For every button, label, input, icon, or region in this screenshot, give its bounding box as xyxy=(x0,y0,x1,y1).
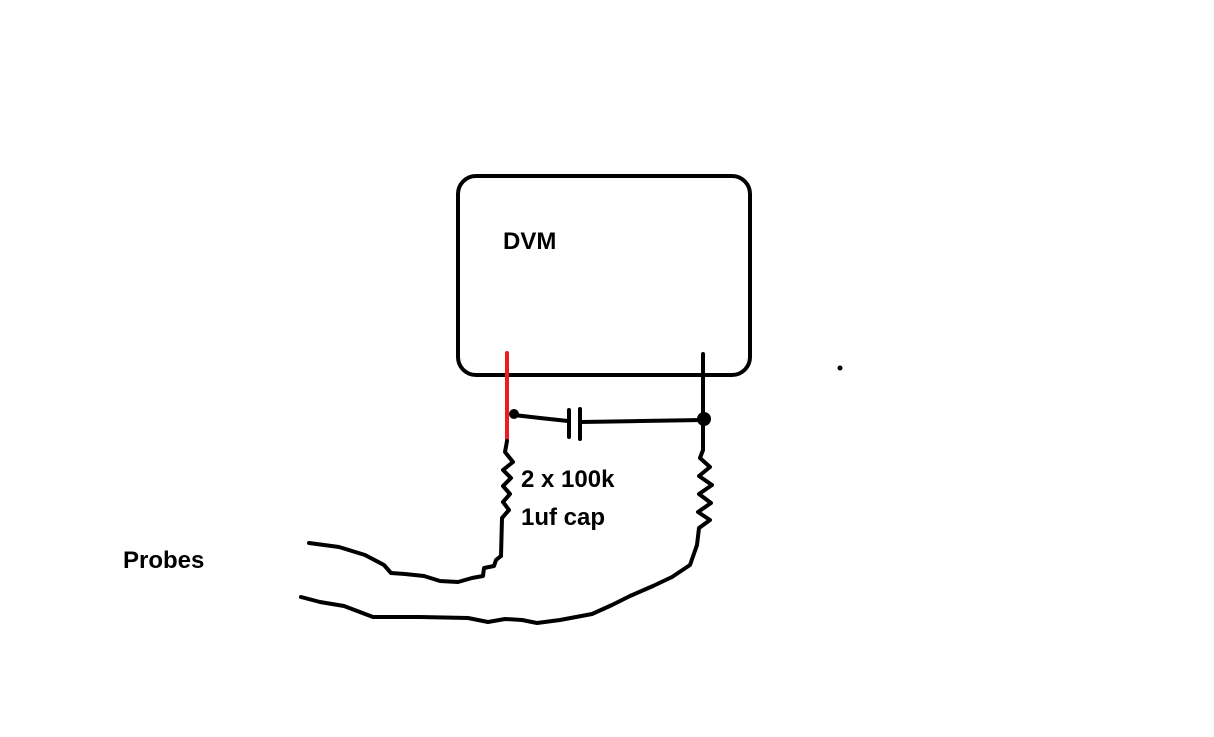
dvm-label: DVM xyxy=(503,228,557,255)
capacitor-wire-left xyxy=(512,413,570,423)
stray-dot xyxy=(837,365,843,371)
capacitor-wire-right xyxy=(579,418,705,424)
probe-wire-right xyxy=(299,543,699,625)
probes-label: Probes xyxy=(123,547,205,574)
resistor-right xyxy=(695,448,714,547)
resistor-label: 2 x 100k xyxy=(521,466,615,493)
capacitor-label: 1uf cap xyxy=(521,504,606,531)
junction-dot-right xyxy=(697,412,711,426)
probe-wire-left xyxy=(307,541,503,584)
resistor-left xyxy=(499,439,515,558)
dvm-box xyxy=(456,174,752,377)
capacitor xyxy=(509,407,711,441)
